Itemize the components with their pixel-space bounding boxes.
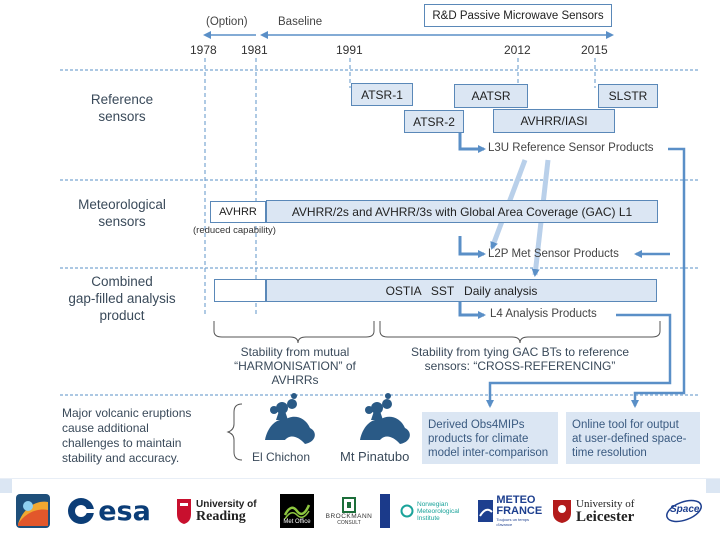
brockmann-line2: CONSULT: [337, 519, 361, 526]
leicester-crest-icon: [553, 500, 571, 523]
leicester-logo: University of Leicester: [552, 494, 650, 528]
space-orbit-icon: [666, 499, 702, 523]
met-office-wordmark: Met Office: [283, 519, 311, 525]
l4-to-obs4mips: [486, 313, 672, 408]
harmonisation-brace: [213, 321, 375, 344]
meteo-france-logo: METEO FRANCE Toujours un temps d'avance: [478, 494, 544, 528]
leicester-line2: Leicester: [576, 509, 635, 525]
university-banner-logo: [380, 494, 390, 528]
pre-ostia-box: [214, 279, 266, 302]
space-wordmark: Space: [670, 504, 700, 515]
brockmann-mark-icon: [342, 496, 356, 513]
met-norway-line1: Norwegian: [417, 500, 449, 508]
atsr1-box: ATSR-1: [351, 83, 413, 106]
esa-wordmark: esa: [98, 495, 151, 527]
reading-crest-icon: [177, 499, 191, 524]
crossref-brace: [379, 321, 661, 344]
crossref-caption: Stability from tying GAC BTs to referenc…: [410, 345, 630, 373]
el-chichon-label: El Chichon: [252, 450, 311, 464]
l2p-connector: [458, 236, 486, 258]
avhrr-gac-box: AVHRR/2s and AVHRR/3s with Global Area C…: [266, 200, 658, 223]
year-1991: 1991: [336, 43, 363, 57]
cci-globe-icon: [16, 494, 50, 528]
avhrr-box: AVHRR: [210, 201, 266, 223]
meteo-france-line2: FRANCE: [496, 505, 543, 517]
avhrr-iasi-box: AVHRR/IASI: [493, 109, 615, 133]
year-1978: 1978: [190, 43, 217, 57]
rd-passive-microwave-box: R&D Passive Microwave Sensors: [424, 4, 612, 27]
atsr2-box: ATSR-2: [404, 110, 464, 133]
logo-strip: [0, 478, 720, 541]
met-office-logo: Met Office: [280, 494, 314, 528]
esa-emblem-icon: [68, 498, 96, 524]
esa-logo: esa: [62, 494, 156, 528]
reduced-capability-note: (reduced capability): [193, 225, 276, 236]
l3u-connector: [458, 131, 486, 153]
meteo-france-line1: METEO: [496, 494, 536, 506]
l4-connector: [458, 300, 486, 319]
ostia-analysis-box: OSTIA SST Daily analysis: [266, 279, 657, 302]
space-logo: Space: [664, 494, 704, 528]
year-1981: 1981: [241, 43, 268, 57]
year-2015: 2015: [581, 43, 608, 57]
l3u-product-label: L3U Reference Sensor Products: [488, 142, 654, 154]
l4-product-label: L4 Analysis Products: [490, 308, 597, 320]
volcanic-brace: [226, 403, 243, 461]
brockmann-line1: BROCKMANN: [325, 512, 373, 520]
met-office-swirl-icon: [283, 504, 311, 519]
slstr-box: SLSTR: [598, 84, 658, 108]
meteo-france-tagline: Toujours un temps d'avance: [496, 517, 530, 527]
met-norway-logo: Norwegian Meteorological Institute: [400, 494, 468, 528]
option-label: (Option): [206, 16, 248, 28]
l2p-product-label: L2P Met Sensor Products: [488, 248, 619, 260]
pinatubo-label: Mt Pinatubo: [340, 449, 410, 464]
el-chichon-volcano-icon: [265, 393, 315, 444]
baseline-label: Baseline: [278, 16, 323, 28]
met-norway-line3: Institute: [417, 514, 440, 522]
meteo-france-emblem-icon: [478, 500, 494, 522]
reading-line1: University of: [196, 499, 257, 510]
cci-logo: [16, 494, 50, 528]
brockmann-logo: BROCKMANN CONSULT: [326, 494, 372, 528]
aatsr-box: AATSR: [454, 84, 528, 108]
harmonisation-caption: Stability from mutual“HARMONISATION” of …: [234, 345, 356, 387]
year-2012: 2012: [504, 43, 531, 57]
reading-line2: Reading: [196, 509, 246, 524]
row-dividers: [60, 69, 700, 396]
met-norway-circle-icon: [400, 504, 414, 518]
met-norway-line2: Meteorological: [417, 507, 460, 515]
pinatubo-volcano-icon: [360, 393, 410, 444]
reading-logo: University of Reading: [176, 494, 264, 528]
leicester-line1: University of: [576, 498, 635, 510]
l3u-to-online-tool: [631, 147, 686, 408]
year-guides: [204, 58, 596, 315]
